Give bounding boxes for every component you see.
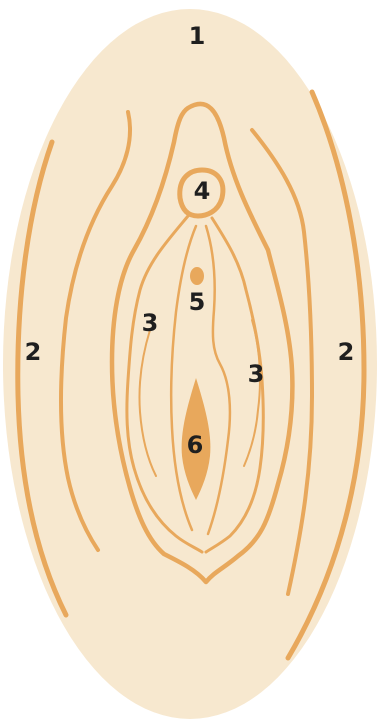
label-4: 4	[194, 177, 211, 205]
label-2-left: 2	[25, 338, 42, 366]
label-3-right: 3	[248, 360, 265, 388]
label-2-right: 2	[338, 338, 355, 366]
label-1: 1	[189, 22, 206, 50]
label-3-left: 3	[142, 309, 159, 337]
label-5: 5	[189, 288, 206, 316]
urethral-opening	[190, 267, 204, 285]
label-6: 6	[187, 431, 204, 459]
